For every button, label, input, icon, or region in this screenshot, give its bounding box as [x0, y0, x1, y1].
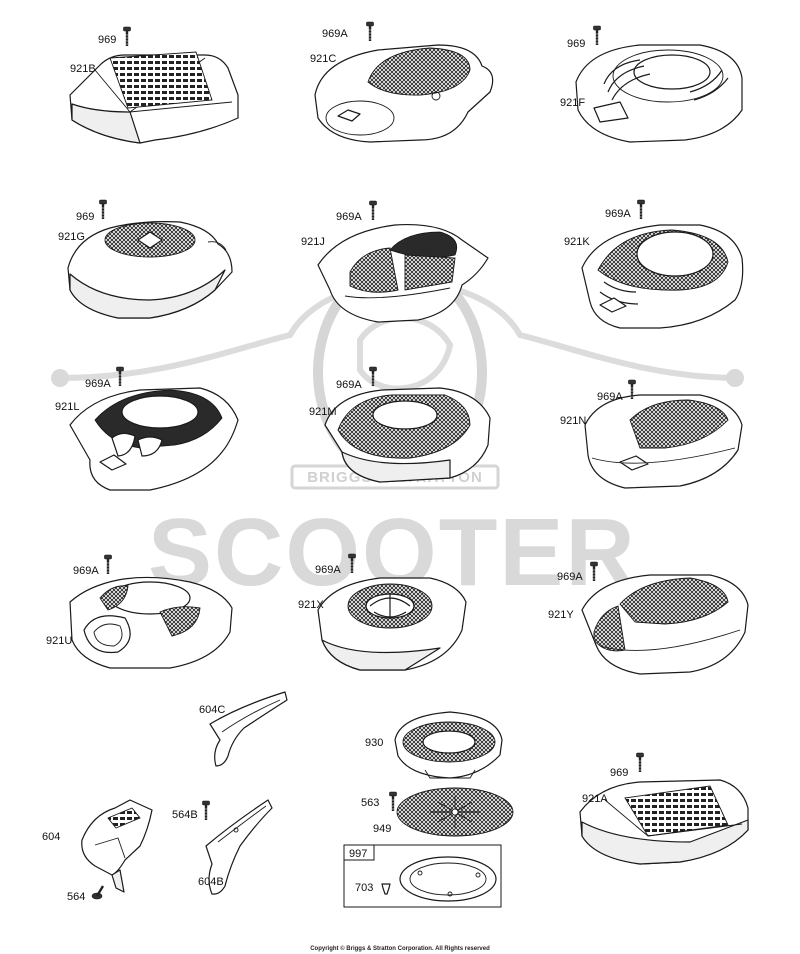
- screw-969a-r1: [365, 20, 375, 43]
- callout-969-r2: 969: [76, 211, 94, 223]
- callout-921u: 921U: [46, 635, 72, 647]
- screw-969a-r4: [103, 553, 113, 576]
- screw-969-r2: [98, 198, 108, 221]
- callout-921m: 921M: [309, 406, 337, 418]
- part-921y: [581, 574, 749, 675]
- callout-921g: 921G: [58, 231, 85, 243]
- callout-563: 563: [361, 797, 379, 809]
- callout-949: 949: [373, 823, 391, 835]
- part-921l: [69, 387, 239, 491]
- callout-969a-r4c: 969A: [557, 571, 583, 583]
- callout-969a-r3b: 969A: [336, 379, 362, 391]
- callout-921n: 921N: [560, 415, 586, 427]
- part-921g: [67, 221, 233, 319]
- callout-703: 703: [355, 882, 373, 894]
- callout-969a-r2c: 969A: [605, 208, 631, 220]
- callout-969a-r4b: 969A: [315, 564, 341, 576]
- callout-969a-r3: 969A: [85, 378, 111, 390]
- callout-921c: 921C: [310, 53, 336, 65]
- screw-969a-r2: [368, 199, 378, 222]
- screw-564: [91, 885, 105, 900]
- screw-563: [388, 790, 398, 813]
- callout-969a-r1: 969A: [322, 28, 348, 40]
- callout-921a: 921A: [582, 793, 608, 805]
- watermark-left-dot: [51, 369, 69, 387]
- callout-969a-r2: 969A: [336, 211, 362, 223]
- screw-969-r1: [122, 25, 132, 48]
- callout-921k: 921K: [564, 236, 590, 248]
- callout-921j: 921J: [301, 236, 325, 248]
- callout-969a-r3c: 969A: [597, 391, 623, 403]
- part-921n: [584, 394, 743, 489]
- part-921c: [314, 44, 494, 143]
- callout-604c: 604C: [199, 704, 225, 716]
- callout-921y: 921Y: [548, 609, 574, 621]
- part-604b: [205, 799, 273, 895]
- part-921a: [579, 779, 749, 865]
- callout-969-r1c: 969: [567, 38, 585, 50]
- copyright-notice: Copyright © Briggs & Stratton Corporatio…: [310, 945, 490, 952]
- callout-604: 604: [42, 831, 60, 843]
- callout-969-r1: 969: [98, 34, 116, 46]
- callout-969-bottom: 969: [610, 767, 628, 779]
- callout-921x: 921X: [298, 599, 324, 611]
- callout-921l: 921L: [55, 401, 79, 413]
- callout-969a-r4: 969A: [73, 565, 99, 577]
- callout-564b: 564B: [172, 809, 198, 821]
- watermark-right-dot: [726, 369, 744, 387]
- part-921j: [317, 223, 489, 323]
- part-930: [394, 711, 503, 779]
- part-921k: [581, 224, 744, 329]
- screw-969-bottom: [635, 751, 645, 774]
- fastener-703: [381, 883, 391, 895]
- part-604c: [209, 691, 288, 767]
- callout-921b: 921B: [70, 63, 96, 75]
- callout-921f: 921F: [560, 97, 585, 109]
- part-921x: [317, 577, 467, 671]
- kit-997-box: 997 703: [343, 844, 502, 908]
- callout-564: 564: [67, 891, 85, 903]
- callout-930: 930: [365, 737, 383, 749]
- callout-604b: 604B: [198, 876, 224, 888]
- part-949: [396, 787, 514, 837]
- screw-969-r1c: [592, 24, 602, 47]
- screw-969a-r2c: [636, 198, 646, 221]
- screw-564b: [201, 799, 211, 822]
- part-604: [81, 799, 153, 893]
- part-921u: [69, 576, 233, 669]
- part-921f: [575, 44, 743, 143]
- part-921b: [69, 51, 239, 144]
- callout-997: 997: [349, 848, 367, 860]
- part-921m: [324, 387, 491, 483]
